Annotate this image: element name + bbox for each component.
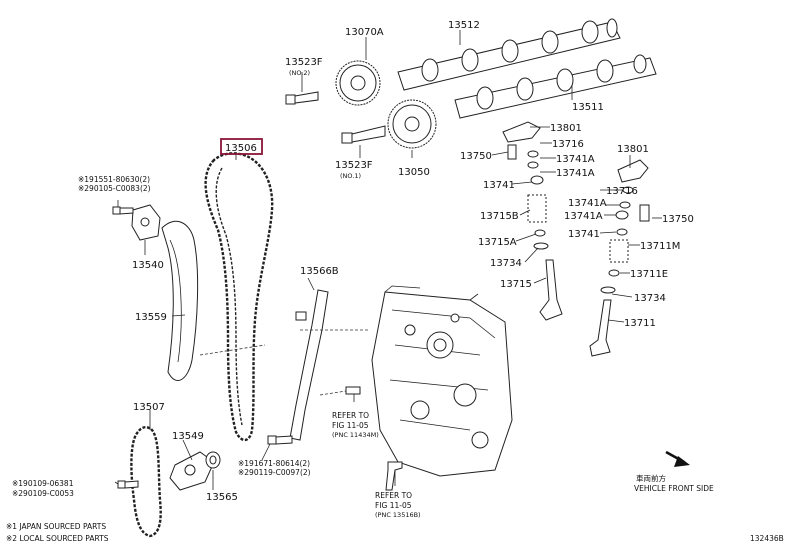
spring-13565	[205, 451, 221, 469]
bolt-set-c	[117, 480, 139, 489]
label-13715A: 13715A	[478, 237, 517, 248]
leader-lines	[114, 30, 662, 490]
direction-en: VEHICLE FRONT SIDE	[634, 484, 714, 493]
label-13741A-d: 13741A	[564, 211, 603, 222]
label-13741A-c: 13741A	[568, 198, 607, 209]
engine-block	[371, 285, 513, 477]
label-13750-a: 13750	[460, 151, 492, 162]
note-no2: (NO.2)	[289, 69, 310, 77]
legend-japan: ※1 JAPAN SOURCED PARTS	[6, 522, 106, 531]
refer2-line3: (PNC 13516B)	[375, 511, 421, 519]
chain-guide-13540	[131, 204, 161, 241]
refer1-line3: (PNC 11434M)	[332, 431, 379, 439]
timing-chain-13506	[204, 152, 274, 442]
label-13511: 13511	[572, 102, 604, 113]
label-13741A-a: 13741A	[556, 154, 595, 165]
part-labels: 13070A 13512 13523F (NO.2) 13511 13801 1…	[6, 20, 784, 543]
label-13566B: 13566B	[300, 266, 339, 277]
label-13716-a: 13716	[552, 139, 584, 150]
label-13734-b: 13734	[634, 293, 666, 304]
direction-jp: 車両前方	[636, 473, 666, 483]
label-13711E: 13711E	[630, 269, 668, 280]
tensioner-arm-13559	[161, 220, 199, 381]
refer1-line1: REFER TO	[332, 411, 369, 420]
legend-local: ※2 LOCAL SOURCED PARTS	[6, 534, 109, 543]
note-bolt-c1: ※190109-06381	[12, 479, 74, 488]
highlight-box-13506	[220, 138, 263, 155]
label-13750-b: 13750	[662, 214, 694, 225]
bolt-set-a	[112, 206, 134, 215]
note-bolt-b2: ※290119-C0097(2)	[238, 468, 311, 477]
note-bolt-c2: ※290109-C0053	[12, 489, 74, 498]
label-13711: 13711	[624, 318, 656, 329]
note-bolt-b1: ※191671-80614(2)	[238, 459, 310, 468]
tensioner-plate-13549	[169, 451, 215, 491]
label-13523F-bot: 13523F	[335, 160, 373, 171]
bolt-13523F-no1	[341, 125, 386, 144]
label-13507: 13507	[133, 402, 165, 413]
cam-gear-13070A	[335, 60, 381, 106]
refer1-line2: FIG 11-05	[332, 421, 369, 430]
label-13715B: 13715B	[480, 211, 519, 222]
label-13734-a: 13734	[490, 258, 522, 269]
front-direction-arrow	[665, 450, 690, 467]
label-13741A-b: 13741A	[556, 168, 595, 179]
cam-gear-13050	[387, 99, 437, 149]
diagram-id: 132436B	[750, 534, 784, 543]
label-13741-b: 13741	[568, 229, 600, 240]
label-13715: 13715	[500, 279, 532, 290]
label-13050: 13050	[398, 167, 430, 178]
label-13801-a: 13801	[550, 123, 582, 134]
note-no1: (NO.1)	[340, 172, 361, 180]
label-13070A: 13070A	[345, 27, 384, 38]
bolt-13523F-no2	[285, 91, 319, 105]
label-13549: 13549	[172, 431, 204, 442]
label-13711M: 13711M	[640, 241, 680, 252]
label-13565: 13565	[206, 492, 238, 503]
bolt-set-b	[267, 435, 293, 445]
label-13716-b: 13716	[606, 186, 638, 197]
label-13540: 13540	[132, 260, 164, 271]
camshaft-13512	[397, 18, 621, 91]
label-13741-a: 13741	[483, 180, 515, 191]
label-13512: 13512	[448, 20, 480, 31]
valve-train-right	[589, 159, 650, 357]
label-13801-b: 13801	[617, 144, 649, 155]
label-13506[interactable]: 13506	[225, 143, 257, 154]
camshaft-13511	[454, 54, 657, 119]
refer2-line1: REFER TO	[375, 491, 412, 500]
note-bolt-a2: ※290105-C0083(2)	[78, 184, 151, 193]
refer2-line2: FIG 11-05	[375, 501, 412, 510]
note-bolt-a1: ※191551-80630(2)	[78, 175, 150, 184]
label-13559: 13559	[135, 312, 167, 323]
damper-13566B	[289, 289, 329, 441]
label-13523F-top: 13523F	[285, 57, 323, 68]
